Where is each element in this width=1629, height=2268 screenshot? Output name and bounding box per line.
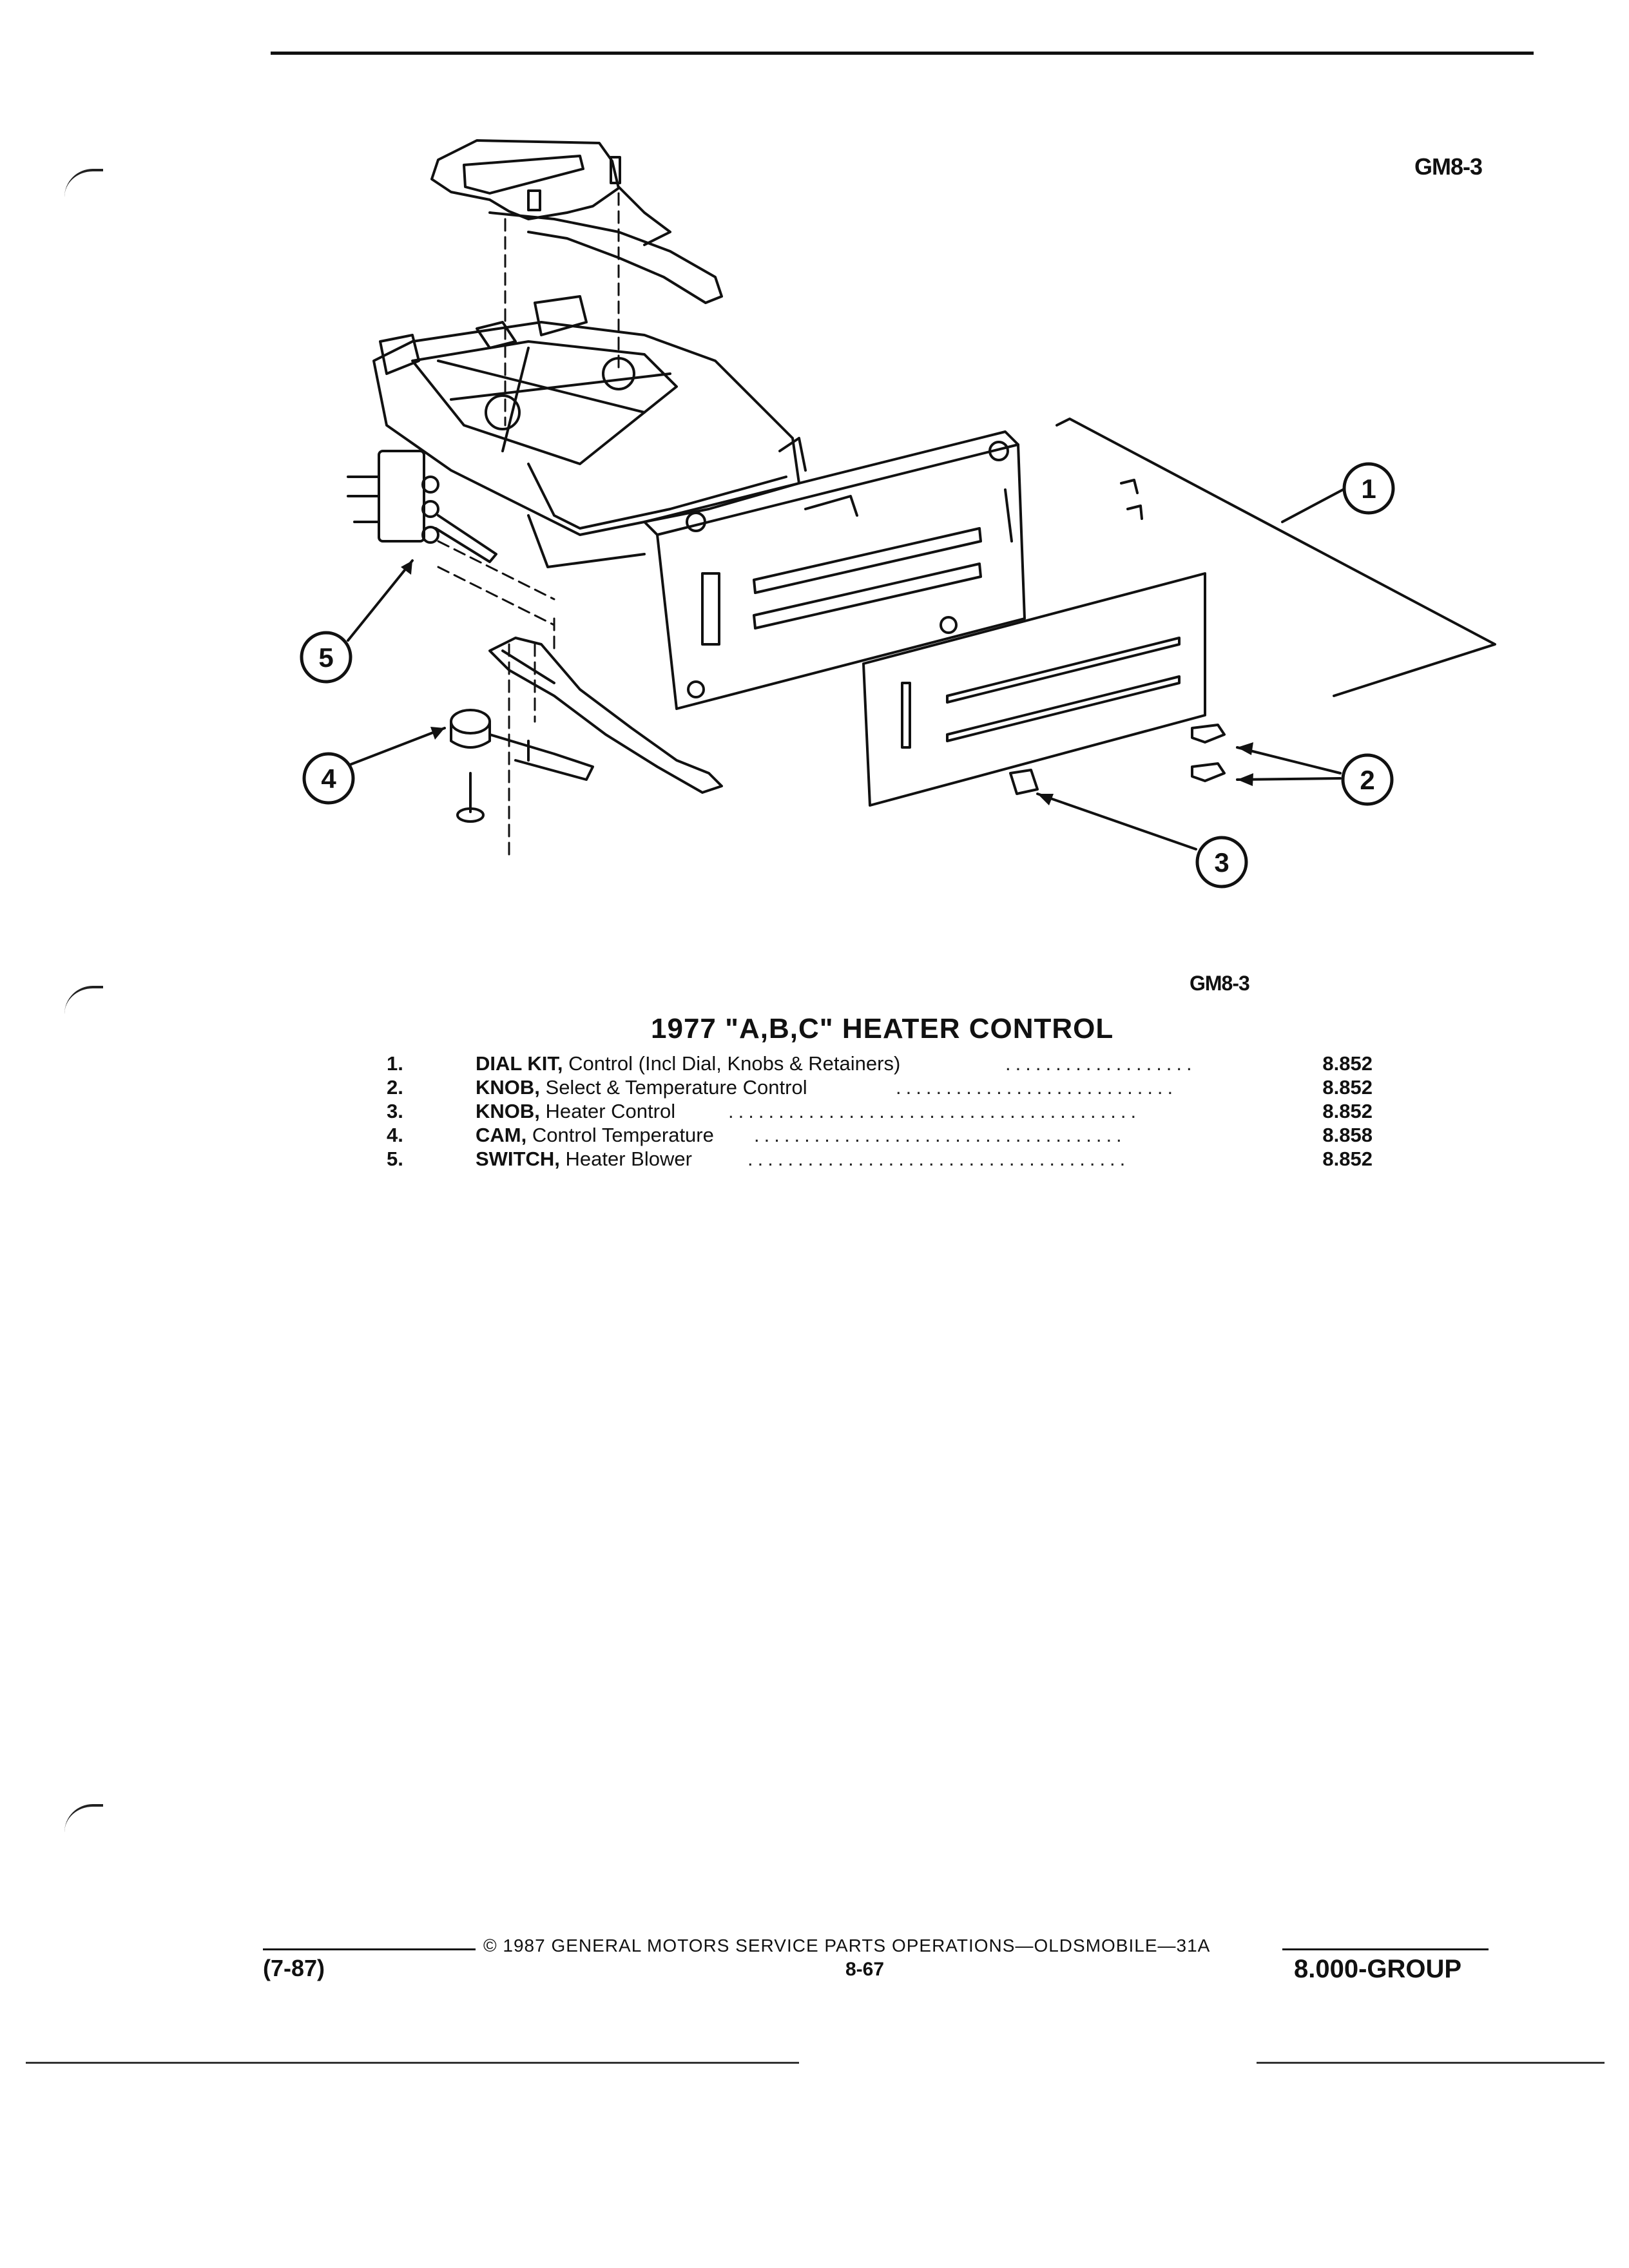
item-number: 4. — [387, 1124, 403, 1146]
list-item: 1. DIAL KIT, Control (Incl Dial, Knobs &… — [387, 1052, 1373, 1075]
item-number: 2. — [387, 1076, 403, 1099]
part-description: Heater Control — [545, 1100, 676, 1122]
figure-code-bottom: GM8-3 — [1190, 972, 1250, 995]
exploded-view-illustration: 1 2 3 4 5 — [300, 139, 1496, 889]
parts-list: 1. DIAL KIT, Control (Incl Dial, Knobs &… — [387, 1052, 1373, 1171]
list-item: 5. SWITCH, Heater Blower ...............… — [387, 1148, 1373, 1170]
item-number: 5. — [387, 1148, 403, 1170]
list-item: 2. KNOB, Select & Temperature Control ..… — [387, 1076, 1373, 1099]
list-item: 3. KNOB, Heater Control ................… — [387, 1100, 1373, 1122]
item-number: 3. — [387, 1100, 403, 1122]
binder-mark-top — [64, 169, 103, 197]
footer-rule-right — [1282, 1948, 1489, 1950]
callout-4: 4 — [321, 764, 336, 794]
mounting-bracket — [643, 430, 1026, 710]
lower-lever — [488, 637, 723, 794]
group-label: 8.000-GROUP — [1294, 1955, 1462, 1983]
knob-heater — [1009, 769, 1039, 795]
part-name: KNOB, — [476, 1100, 540, 1122]
page-number: 8-67 — [845, 1959, 885, 1980]
group-number: 8.852 — [1322, 1148, 1373, 1170]
binder-mark-bottom — [64, 1804, 103, 1832]
copyright-line: © 1987 GENERAL MOTORS SERVICE PARTS OPER… — [483, 1936, 1211, 1956]
group-number: 8.852 — [1322, 1076, 1373, 1099]
part-description: Heater Blower — [565, 1148, 692, 1170]
knob-top — [1191, 724, 1226, 744]
part-name: SWITCH, — [476, 1148, 560, 1170]
part-description: Control Temperature — [532, 1124, 714, 1146]
blower-switch — [347, 450, 497, 563]
group-number: 8.858 — [1322, 1124, 1373, 1146]
callout-1: 1 — [1361, 474, 1376, 504]
knob-bottom — [1191, 762, 1226, 782]
top-lever-plate — [430, 139, 723, 304]
dial-panel — [862, 572, 1206, 807]
part-description: Control (Incl Dial, Knobs & Retainers) — [568, 1052, 901, 1075]
revision-date: (7-87) — [263, 1955, 325, 1981]
item-number: 1. — [387, 1052, 403, 1075]
callout-5: 5 — [318, 642, 333, 673]
part-name: CAM, — [476, 1124, 527, 1146]
footer-rule-left — [263, 1948, 476, 1950]
figure-code-top: GM8-3 — [1414, 153, 1483, 180]
group-number: 8.852 — [1322, 1052, 1373, 1075]
group-number: 8.852 — [1322, 1100, 1373, 1122]
bottom-rule — [26, 2062, 799, 2064]
part-name: KNOB, — [476, 1076, 540, 1099]
list-item: 4. CAM, Control Temperature ............… — [387, 1124, 1373, 1146]
page-title: 1977 "A,B,C" HEATER CONTROL — [651, 1013, 1114, 1044]
part-name: DIAL KIT, — [476, 1052, 563, 1075]
binder-mark-middle — [64, 986, 103, 1014]
control-housing — [372, 295, 807, 568]
callout-2: 2 — [1360, 765, 1374, 795]
callout-3: 3 — [1214, 847, 1229, 878]
bottom-rule-right — [1257, 2062, 1605, 2064]
part-description: Select & Temperature Control — [545, 1076, 807, 1099]
temperature-cam — [450, 709, 594, 823]
top-rule — [271, 52, 1534, 55]
